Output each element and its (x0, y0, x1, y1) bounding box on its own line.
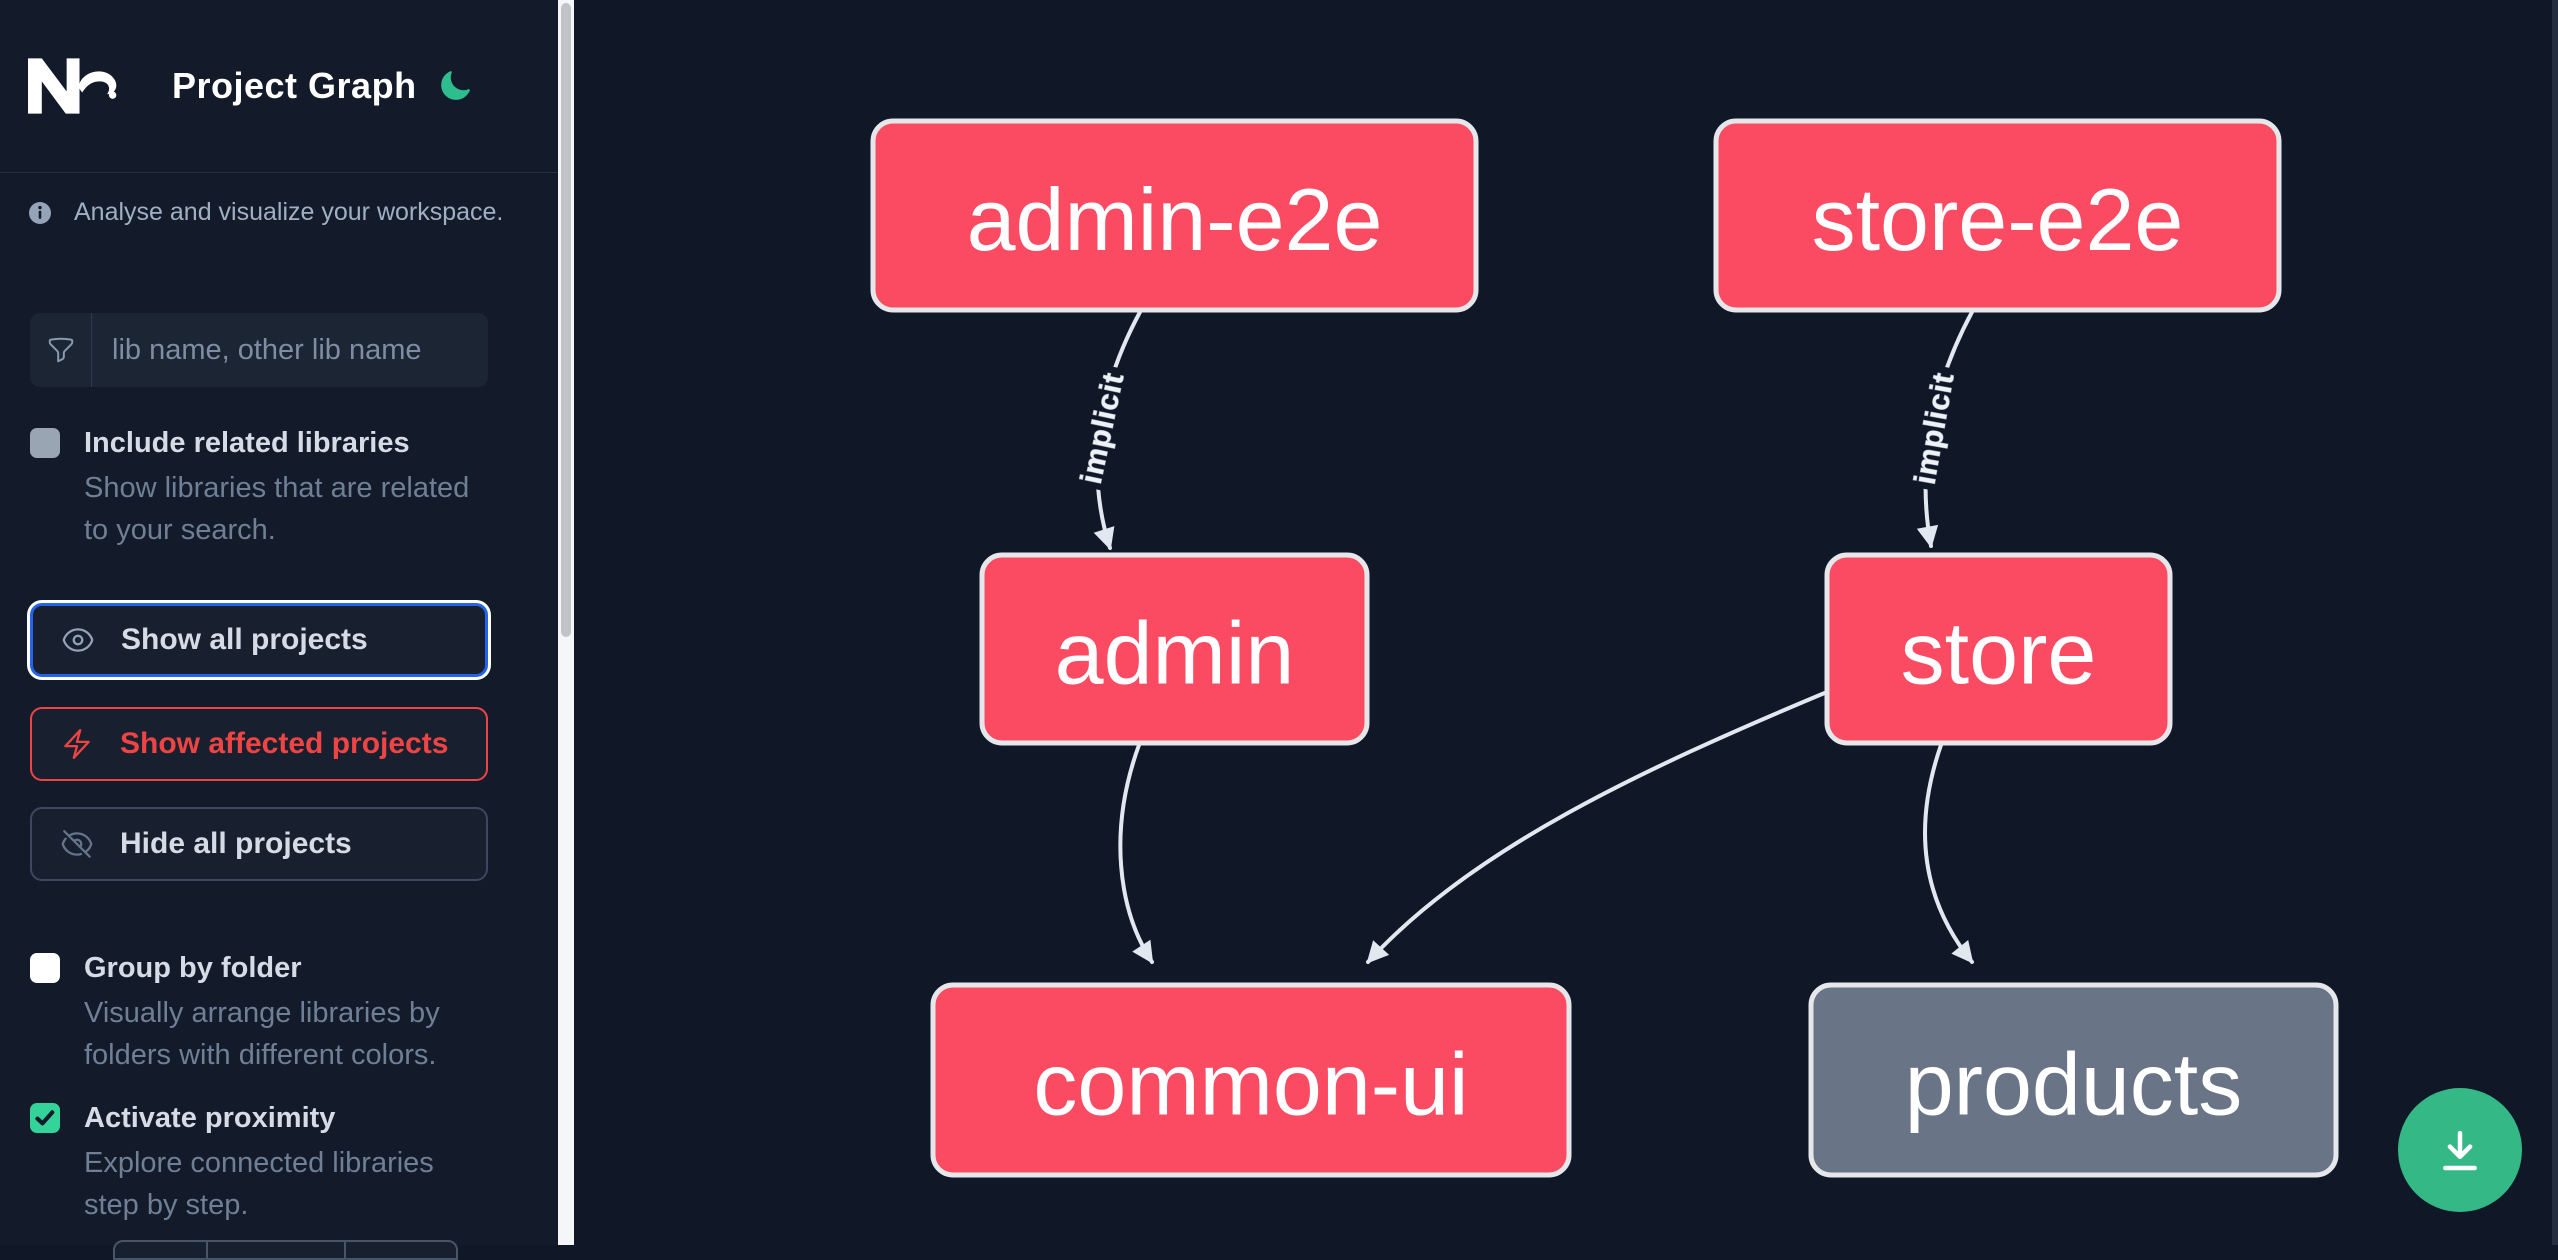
moon-icon (441, 71, 470, 100)
theme-toggle-button[interactable] (438, 69, 472, 103)
group-by-folder-row: Group by folder Visually arrange librari… (30, 950, 470, 1076)
group-by-folder-checkbox[interactable] (30, 953, 60, 983)
graph-node-label: admin-e2e (967, 170, 1383, 269)
download-graph-button[interactable] (2398, 1088, 2522, 1212)
activate-proximity-row: Activate proximity Explore connected lib… (30, 1100, 470, 1226)
graph-node-label: store-e2e (1812, 170, 2184, 269)
show-all-projects-button[interactable]: Show all projects (30, 603, 488, 677)
graph-node-label: admin (1055, 604, 1295, 703)
bolt-icon (64, 729, 90, 759)
sidebar-scrollbar-thumb[interactable] (561, 3, 571, 637)
edge-admin-e2e-admin (1093, 310, 1142, 551)
eye-icon (62, 628, 94, 652)
edges-layer (1093, 310, 1974, 964)
page-title: Project Graph (172, 65, 417, 106)
activate-proximity-description: Explore connected libraries step by step… (84, 1147, 434, 1221)
nx-logo (28, 58, 117, 114)
workspace-tagline: Analyse and visualize your workspace. (28, 198, 533, 227)
funnel-icon (30, 313, 92, 387)
edge-store-e2e-store (1916, 310, 1974, 549)
download-icon (2443, 1130, 2477, 1171)
hide-all-projects-label: Hide all projects (120, 827, 352, 860)
eye-slash-icon (61, 830, 93, 858)
edge-admin-common-ui (1118, 743, 1154, 964)
graph-node-label: products (1905, 1035, 2243, 1134)
graph-node-common-ui[interactable]: common-ui (930, 982, 1572, 1178)
activate-proximity-checkbox[interactable] (30, 1103, 60, 1133)
project-filter (30, 313, 488, 387)
include-related-label: Include related libraries (84, 427, 410, 459)
include-related-row: Include related libraries Show libraries… (30, 425, 470, 551)
check-icon (35, 1110, 55, 1126)
edge-store-common-ui (1366, 690, 1829, 964)
graph-node-admin-e2e[interactable]: admin-e2e (870, 118, 1479, 313)
graph-node-store-e2e[interactable]: store-e2e (1713, 118, 2282, 313)
sidebar-scrollbar-track[interactable] (558, 0, 574, 1245)
graph-node-products[interactable]: products (1808, 982, 2339, 1178)
sidebar: Project Graph Analyse and visualize your… (0, 0, 558, 1260)
nodes-layer: admin-e2e store-e2e admin store common-ui pro… (870, 118, 2339, 1178)
project-filter-input[interactable] (92, 313, 488, 387)
graph-node-store[interactable]: store (1824, 552, 2173, 746)
show-affected-projects-button[interactable]: Show affected projects (30, 707, 488, 781)
graph-node-label: store (1901, 604, 2097, 703)
activate-proximity-label: Activate proximity (84, 1102, 336, 1134)
show-affected-projects-label: Show affected projects (120, 727, 449, 760)
group-by-folder-label: Group by folder (84, 952, 302, 984)
edge-label: implicit (1075, 369, 1131, 486)
edge-store-products (1923, 743, 1974, 964)
canvas-right-edge (2552, 0, 2558, 1245)
info-icon (29, 201, 51, 224)
include-related-description: Show libraries that are related to your … (84, 472, 470, 546)
show-all-projects-label: Show all projects (121, 623, 368, 656)
include-related-checkbox[interactable] (30, 428, 60, 458)
edge-label: implicit (1909, 370, 1961, 487)
tagline-text: Analyse and visualize your workspace. (74, 198, 504, 226)
hide-all-projects-button[interactable]: Hide all projects (30, 807, 488, 881)
graph-node-admin[interactable]: admin (979, 552, 1370, 746)
sidebar-header: Project Graph (0, 0, 558, 173)
proximity-depth-toggle-partial[interactable] (113, 1240, 458, 1260)
graph-node-label: common-ui (1033, 1035, 1468, 1134)
group-by-folder-description: Visually arrange libraries by folders wi… (84, 997, 440, 1071)
